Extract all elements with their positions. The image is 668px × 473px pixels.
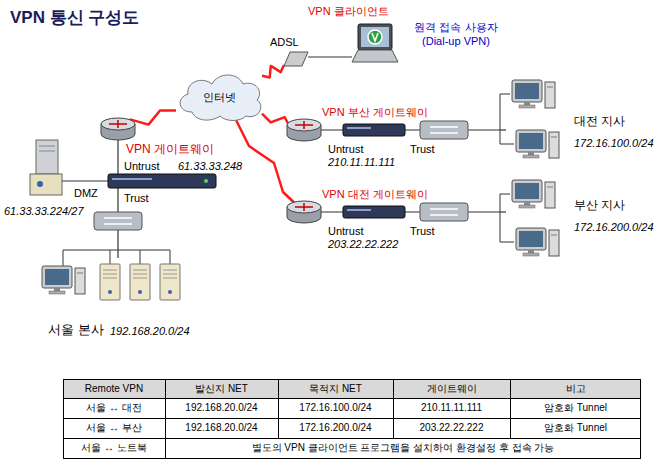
internet-cloud: 인터넷: [176, 74, 262, 120]
router-icon: [287, 201, 321, 223]
table-cell: 발신지 NET: [166, 380, 277, 397]
table-cell: 목적지 NET: [279, 380, 392, 397]
pc-icon: [512, 80, 555, 108]
lan-link: [62, 180, 108, 181]
lan-link: [500, 129, 506, 130]
vpn-gateway: VPN 게이트웨이: [108, 174, 216, 188]
pc-icon: [516, 228, 559, 256]
vpn-gateway: VPN 부산 게이트웨이: [343, 124, 405, 136]
dmz-server-box: [30, 174, 62, 195]
port-label: Trust: [410, 224, 435, 238]
table-cell: 192.168.20.0/24: [166, 399, 277, 417]
table-cell: 192.168.20.0/24: [166, 419, 277, 437]
table-header-fill: [63, 379, 641, 398]
dmz-server-led: [37, 181, 43, 187]
vpn-gateway-box: [343, 124, 405, 136]
port-label: Trust: [124, 191, 149, 205]
table-cell: 암호화 Tunnel: [511, 419, 640, 437]
vpn-client-mark: [372, 33, 378, 41]
node-label: VPN 게이트웨이: [126, 142, 214, 158]
table-cell: 암호화 Tunnel: [511, 399, 640, 417]
table-cell: 서울 ↔ 노트북: [64, 439, 164, 457]
dmz-server-slots: [39, 146, 55, 151]
gateway-stripe: [347, 127, 371, 129]
network-link: [308, 57, 352, 58]
lan-link: [308, 56, 352, 57]
table-cell: 별도의 VPN 클라이언트 프로그램을 설치하여 환경설정 후 접속 가능: [166, 439, 640, 457]
gateway-stripe: [347, 209, 371, 211]
branch-lan: 부산 지사172.16.200.0/24: [506, 172, 568, 258]
laptop-base: [352, 50, 398, 62]
vpn-client-badge: [368, 30, 382, 44]
port-label: Trust: [410, 142, 435, 156]
pc-icon: [42, 266, 85, 294]
table-cell: 210.11.11.111: [394, 399, 509, 417]
port-label: Untrust: [328, 224, 363, 238]
table-cell: 서울 ↔ 대전: [64, 399, 164, 417]
head-office-lan: 서울 본사192.168.20.0/24: [38, 258, 188, 316]
network-link: [262, 65, 284, 78]
lan-link: [500, 211, 506, 212]
vpn-client: VPN 클라이언트원격 접속 사용자 (Dial-up VPN): [352, 24, 396, 62]
table-cell: 172.16.100.0/24: [279, 399, 392, 417]
node-label: 172.16.200.0/24: [574, 220, 654, 234]
node-label: 대전 지사: [574, 114, 625, 130]
switch-icon: [420, 121, 468, 139]
node-label: 부산 지사: [574, 198, 625, 214]
table-cell: Remote VPN: [64, 380, 164, 397]
vpn-gateway-box: [108, 174, 216, 188]
wan-link: [262, 65, 284, 78]
table-cell: 서울 ↔ 부산: [64, 419, 164, 437]
adsl-modem: [284, 52, 308, 66]
table-grid: [63, 379, 641, 459]
switch-icon: [420, 203, 468, 221]
table-cell: 172.16.200.0/24: [279, 419, 392, 437]
branch-lan: 대전 지사172.16.100.0/24: [506, 76, 568, 164]
dmz-server-tower: [36, 140, 58, 174]
node-label: 172.16.100.0/24: [574, 136, 654, 150]
port-label: DMZ: [74, 186, 98, 200]
node-label: ADSL: [270, 35, 299, 49]
switch-icon: [94, 212, 142, 230]
node-label: 61.33.33.224/27: [4, 204, 84, 218]
router-icon: [101, 118, 135, 140]
diagram-title: VPN 통신 구성도: [10, 6, 139, 29]
dmz-server: 61.33.33.224/27: [30, 140, 62, 195]
gateway-led: [204, 179, 208, 183]
server-icon: [130, 264, 150, 300]
node-label: 원격 접속 사용자 (Dial-up VPN): [400, 20, 512, 49]
table-border: [64, 380, 641, 459]
adsl-modem: ADSL: [284, 52, 308, 66]
vpn-gateway: VPN 대전 게이트웨이: [343, 206, 405, 218]
vpn-gateway-box: [343, 206, 405, 218]
port-label: Untrust: [124, 159, 159, 173]
laptop-lid: [358, 24, 392, 50]
server-icon: [160, 264, 180, 300]
lan-link: [117, 250, 118, 258]
node-label: VPN 대전 게이트웨이: [322, 187, 428, 201]
node-label: VPN 클라이언트: [308, 4, 389, 18]
pc-icon: [516, 130, 559, 158]
ip-address: 61.33.33.248: [178, 159, 242, 173]
node-label: 192.168.20.0/24: [110, 324, 190, 338]
port-label: Untrust: [328, 142, 363, 156]
laptop-screen: [361, 27, 389, 47]
node-label: 인터넷: [176, 74, 262, 120]
gateway-stripe: [112, 178, 152, 180]
server-icon: [100, 264, 120, 300]
table-cell: 비고: [511, 380, 640, 397]
node-label: 서울 본사: [48, 322, 104, 339]
table-cell: 203.22.22.222: [394, 419, 509, 437]
ip-address: 203.22.22.222: [328, 237, 398, 251]
table-cell: 게이트웨이: [394, 380, 509, 397]
network-link: [62, 181, 108, 182]
node-label: VPN 부산 게이트웨이: [322, 105, 428, 119]
pc-icon: [512, 180, 555, 208]
ip-address: 210.11.11.111: [328, 155, 395, 169]
router-icon: [287, 119, 321, 141]
